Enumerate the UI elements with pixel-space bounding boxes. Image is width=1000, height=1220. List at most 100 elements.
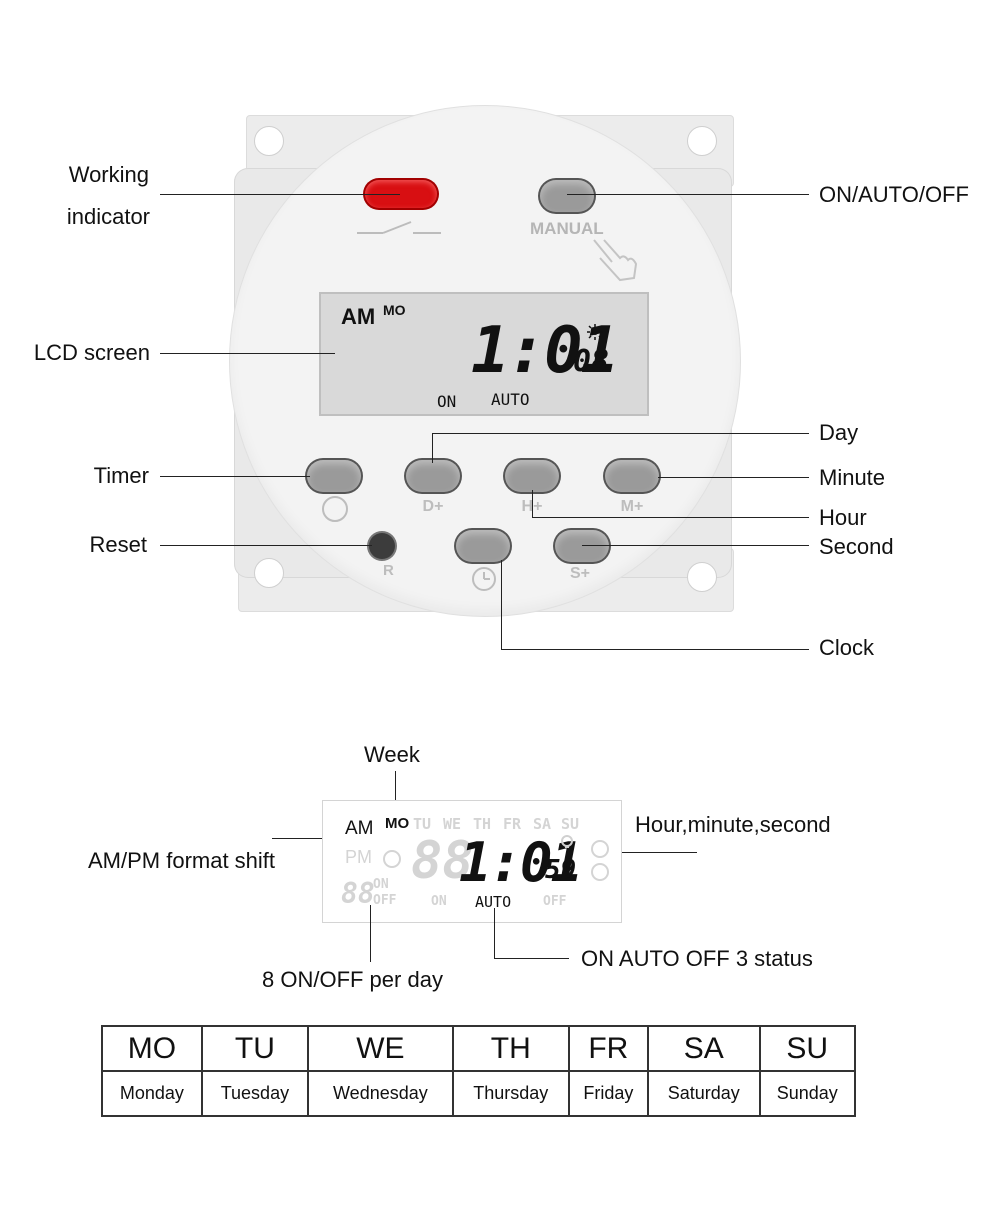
label-status: ON AUTO OFF 3 status (581, 946, 813, 971)
diagram-counter: 88 (341, 877, 375, 910)
label-lcd-screen: LCD screen (33, 340, 150, 365)
days-abbr-row: MO TU WE TH FR SA SU (101, 1025, 857, 1072)
diagram-pm: PM (345, 847, 372, 867)
label-hour: Hour (819, 505, 867, 530)
callout-line-day-h (432, 433, 809, 434)
mount-hole-bottom-left (254, 558, 284, 588)
mount-hole-top-right (687, 126, 717, 156)
label-second: Second (819, 534, 894, 559)
reset-button[interactable] (369, 533, 395, 559)
callout-line-ampm (272, 838, 342, 839)
minute-button-label: M+ (620, 498, 644, 515)
diagram-circle-icon-1 (383, 850, 401, 868)
diagram-day-th: TH (473, 815, 492, 833)
day-full-cell: Wednesday (306, 1070, 454, 1117)
label-hour-minute-second: Hour,minute,second (635, 812, 831, 837)
diagram-day-sa: SA (533, 815, 552, 833)
lcd-ampm: AM (341, 304, 376, 329)
clock-button[interactable] (456, 530, 510, 562)
day-abbr-cell: WE (306, 1025, 454, 1072)
diagram-status-auto: AUTO (475, 893, 512, 911)
diagram-circle-icon-2 (591, 840, 609, 858)
callout-line-hour-h (532, 517, 809, 518)
second-button-label: S+ (569, 565, 590, 582)
manual-button[interactable] (540, 180, 594, 212)
mount-hole-top-left (254, 126, 284, 156)
callout-line-second (582, 545, 809, 546)
diagram-status-on: ON (431, 894, 447, 909)
label-clock: Clock (819, 635, 875, 660)
callout-line-indicator (160, 194, 400, 195)
days-table: MO TU WE TH FR SA SU Monday Tuesday Wedn… (101, 1025, 857, 1117)
label-minute: Minute (819, 465, 886, 490)
diagram-on-small: ON (373, 877, 389, 892)
minute-button[interactable] (605, 460, 659, 492)
day-abbr-cell: SA (646, 1025, 761, 1072)
day-button[interactable] (406, 460, 460, 492)
day-abbr-cell: MO (101, 1025, 203, 1072)
callout-line-clock-v (501, 560, 502, 649)
label-onoff-per-day: 8 ON/OFF per day (262, 967, 443, 992)
diagram-bulb-icon (561, 835, 573, 848)
mount-hole-bottom-right (687, 562, 717, 592)
day-full-cell: Sunday (758, 1070, 857, 1117)
day-full-cell: Thursday (451, 1070, 570, 1117)
diagram-status-off: OFF (543, 894, 567, 909)
callout-line-lcd (160, 353, 335, 354)
lcd-segment-diagram: AM PM MO TU WE TH FR SA SU 88 1:01 59 88… (322, 800, 622, 923)
day-abbr-cell: SU (758, 1025, 857, 1072)
label-on-auto-off: ON/AUTO/OFF (819, 182, 969, 207)
callout-line-hour-v (532, 490, 533, 517)
label-week: Week (364, 742, 420, 767)
label-timer: Timer (93, 463, 149, 488)
lcd-screen: AM MO 1:01 08 ON AUTO (319, 292, 649, 416)
sun-icon (587, 324, 603, 340)
hand-press-icon (593, 239, 638, 282)
second-button[interactable] (555, 530, 609, 562)
diagram-circle-icon-3 (591, 863, 609, 881)
diagram-off-small: OFF (373, 893, 397, 908)
callout-line-week (395, 771, 396, 811)
days-full-row: Monday Tuesday Wednesday Thursday Friday… (101, 1070, 857, 1117)
label-day: Day (819, 420, 859, 445)
clock-icon (472, 567, 496, 591)
day-abbr-cell: TH (451, 1025, 570, 1072)
lcd-on: ON (437, 392, 457, 411)
lcd-auto: AUTO (491, 390, 530, 409)
day-button-label: D+ (422, 498, 444, 515)
label-reset: Reset (89, 532, 147, 557)
callout-line-status-h (494, 958, 569, 959)
callout-line-status-v (494, 908, 495, 958)
diagram-day-we: WE (443, 815, 462, 833)
diagram-seconds: 59 (545, 855, 577, 885)
manual-label: MANUAL (530, 219, 604, 238)
callout-line-timer (160, 476, 310, 477)
day-abbr-cell: TU (200, 1025, 309, 1072)
reset-button-label: R (383, 562, 394, 579)
diagram-am: AM (345, 818, 374, 839)
callout-line-hms (580, 852, 697, 853)
diagram-day-su: SU (561, 815, 580, 833)
hour-button[interactable] (505, 460, 559, 492)
diagram-ghost-digits: 88 (411, 831, 474, 891)
diagram-day-fr: FR (503, 815, 522, 833)
label-working-indicator-1: Working (68, 162, 149, 187)
day-full-cell: Tuesday (200, 1070, 309, 1117)
diagram-day-tu: TU (413, 815, 432, 833)
day-full-cell: Friday (567, 1070, 649, 1117)
callout-line-onoff (370, 905, 371, 962)
timer-p-icon (322, 496, 348, 522)
diagram-day-mo: MO (385, 815, 410, 832)
day-full-cell: Monday (101, 1070, 203, 1117)
lcd-seconds: 08 (573, 344, 610, 379)
timer-button[interactable] (307, 460, 361, 492)
label-working-indicator-2: indicator (66, 204, 150, 229)
switch-symbol-icon (357, 221, 441, 234)
callout-line-day-v (432, 433, 433, 463)
day-full-cell: Saturday (646, 1070, 761, 1117)
label-ampm-format: AM/PM format shift (88, 848, 276, 873)
callout-line-reset (160, 545, 372, 546)
callout-line-manual (567, 194, 809, 195)
lcd-day: MO (383, 302, 406, 318)
callout-line-clock-h (501, 649, 809, 650)
